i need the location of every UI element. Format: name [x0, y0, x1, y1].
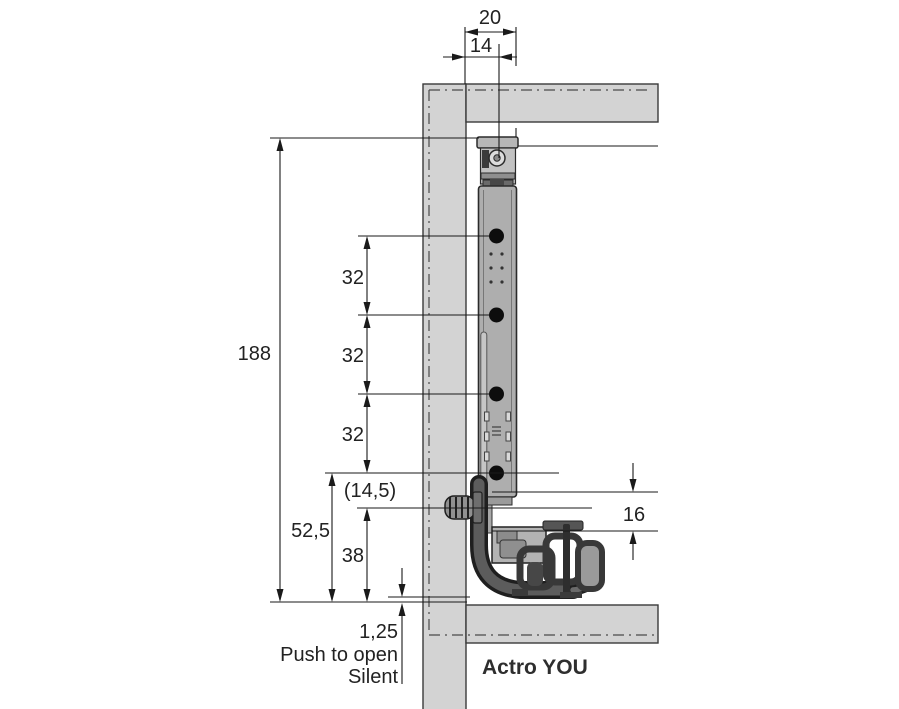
dim-16-label: 16: [623, 504, 645, 526]
dim-188-label: 188: [238, 343, 271, 365]
drawer-front-panel: [422, 83, 467, 709]
runner-detail-slots: [484, 411, 511, 462]
dim-188: 188: [238, 138, 284, 602]
dim-16: 16: [492, 463, 658, 560]
dim-38-label: 38: [342, 545, 364, 567]
runner-mounting-holes: [489, 228, 504, 481]
runner-profile: [476, 136, 519, 534]
dim-14: 14: [443, 35, 517, 61]
catch-hook-small: [516, 545, 556, 591]
dim-52-5-label: 52,5: [291, 520, 330, 542]
catch-base-tab-2: [560, 592, 582, 598]
catch-base-tab-1: [512, 589, 528, 596]
dim-20: 20: [465, 7, 516, 36]
dim-14-label: 14: [470, 35, 492, 57]
catch-damper: [527, 562, 543, 586]
dim-32-chain: 32 32 32: [342, 236, 371, 473]
dim-20-label: 20: [479, 7, 501, 29]
mounting-hole-1: [489, 228, 504, 244]
dim-38: 38: [342, 508, 371, 602]
dim-1-25-label: 1,25: [359, 621, 398, 643]
drawer-bottom-panel: [465, 604, 659, 644]
catch-roller-guide: [575, 540, 605, 592]
runner-latch-core: [490, 179, 504, 188]
runner-top-cap: [476, 136, 519, 149]
dim-32-label-3: 32: [342, 424, 364, 446]
catch-mechanism: [491, 520, 605, 598]
dim-32-label-1: 32: [342, 267, 364, 289]
dimension-lines: 20 14 188 32: [238, 7, 658, 684]
mounting-hole-2: [489, 307, 504, 323]
mounting-hole-3: [489, 386, 504, 402]
product-label: Actro YOU: [482, 656, 588, 679]
runner-clip: [482, 150, 489, 168]
runner-detail-dots: [489, 252, 504, 284]
label-push-to-open: Push to open: [280, 644, 398, 666]
label-silent: Silent: [348, 666, 398, 688]
runner-detail-ribs: [492, 426, 501, 436]
dim-14-5-label: (14,5): [344, 480, 396, 502]
catch-pin: [563, 524, 570, 596]
dim-52-5: 52,5: [291, 473, 336, 602]
dim-1-25: 1,25: [359, 568, 406, 684]
runner-cross-bar: [480, 172, 516, 180]
dim-32-label-2: 32: [342, 345, 364, 367]
